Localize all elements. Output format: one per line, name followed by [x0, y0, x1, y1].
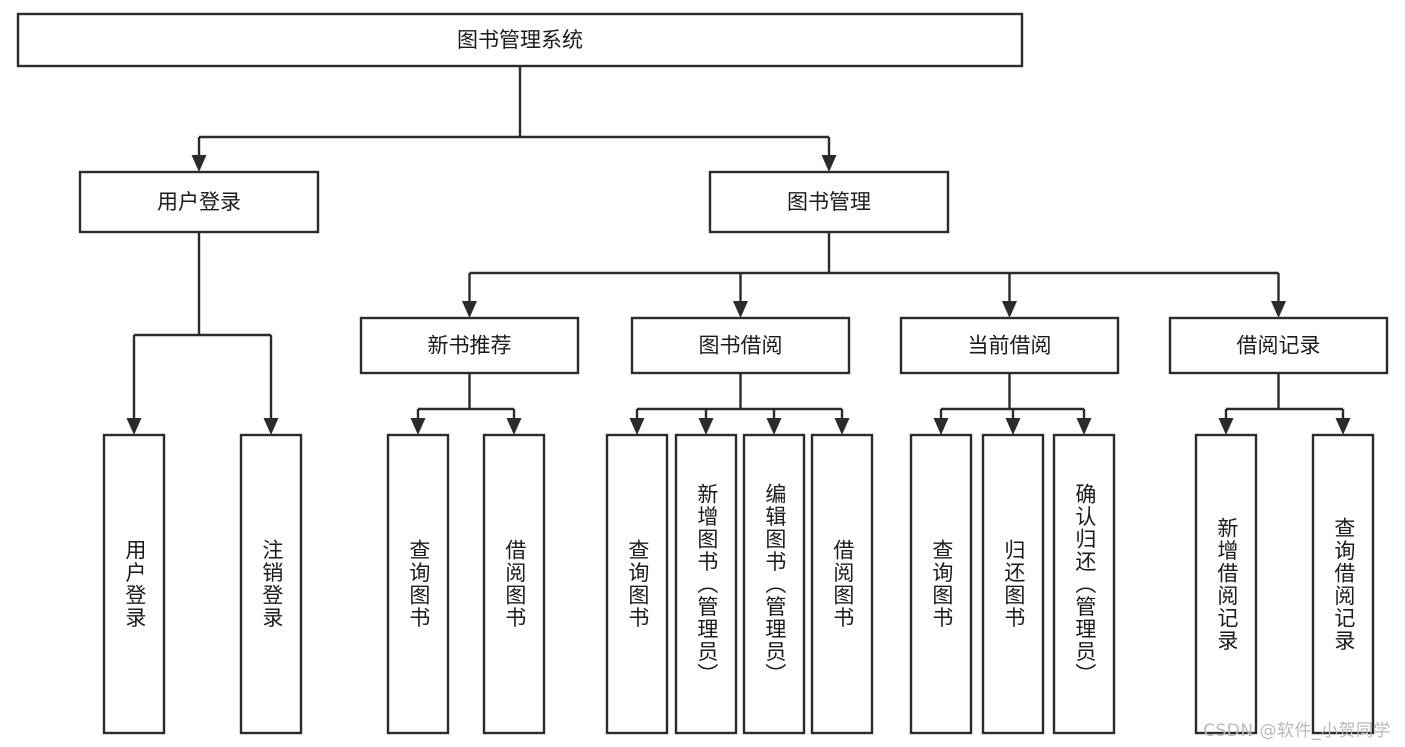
arrow-head-icon	[821, 155, 837, 172]
arrow-head-icon	[1076, 418, 1092, 435]
arrow-head-icon	[1002, 301, 1017, 318]
leaf-node-box[interactable]	[674, 433, 738, 735]
leaf-node-box[interactable]	[1311, 433, 1375, 735]
level3-node-label: 当前借阅	[968, 334, 1052, 358]
arrow-head-icon	[629, 418, 645, 435]
csdn-watermark: CSDN @软件_小贺同学	[1203, 721, 1391, 741]
arrow-head-icon	[263, 418, 279, 435]
leaf-node-box[interactable]	[742, 433, 806, 735]
arrow-head-icon	[733, 301, 748, 318]
level3-node-box[interactable]	[1168, 316, 1389, 375]
level3-node-label: 图书借阅	[699, 334, 783, 358]
leaf-node-box[interactable]	[102, 433, 166, 735]
level2-node-box[interactable]	[708, 170, 950, 234]
level2-node-label: 用户登录	[157, 190, 241, 214]
arrow-head-icon	[1218, 418, 1234, 435]
level3-node-box[interactable]	[630, 316, 851, 375]
connector-layer	[126, 66, 1351, 435]
arrow-head-icon	[462, 301, 477, 318]
arrow-head-icon	[506, 418, 522, 435]
leaf-node-box[interactable]	[482, 433, 546, 735]
level3-node-label: 新书推荐	[428, 334, 512, 358]
leaf-node-box[interactable]	[909, 433, 973, 735]
level3-node-label: 借阅记录	[1237, 334, 1321, 358]
leaf-node-box[interactable]	[1194, 433, 1258, 735]
arrow-head-icon	[410, 418, 426, 435]
root-node-label: 图书管理系统	[457, 28, 583, 52]
arrow-head-icon	[834, 418, 850, 435]
arrow-head-icon	[766, 418, 782, 435]
arrow-head-icon	[1335, 418, 1351, 435]
leaf-node-box[interactable]	[981, 433, 1045, 735]
arrow-head-icon	[698, 418, 714, 435]
root-node-box[interactable]	[16, 12, 1024, 68]
arrow-head-icon	[933, 418, 949, 435]
leaf-node-box[interactable]	[1052, 433, 1116, 735]
arrow-head-icon	[1005, 418, 1021, 435]
level3-node-box[interactable]	[899, 316, 1120, 375]
leaf-node-box[interactable]	[810, 433, 874, 735]
arrow-head-icon	[1271, 301, 1286, 318]
leaf-node-box[interactable]	[386, 433, 450, 735]
level2-node-box[interactable]	[78, 170, 320, 234]
level3-node-box[interactable]	[359, 316, 580, 375]
level2-node-label: 图书管理	[787, 190, 871, 214]
arrow-head-icon	[191, 155, 207, 172]
leaf-node-box[interactable]	[239, 433, 303, 735]
leaf-node-box[interactable]	[605, 433, 669, 735]
arrow-head-icon	[126, 418, 142, 435]
